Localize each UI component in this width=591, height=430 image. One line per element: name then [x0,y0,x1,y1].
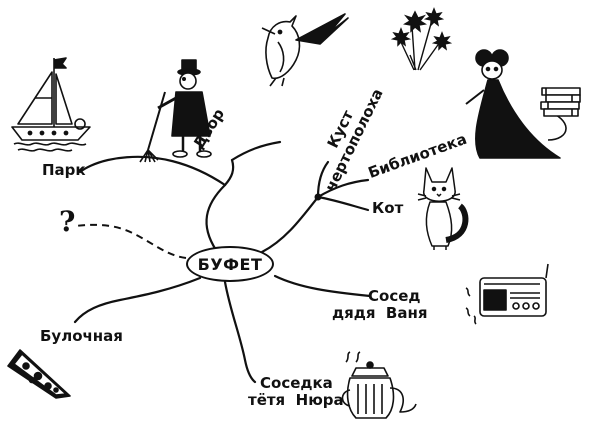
branch-label-neighbor-f: Соседка тётя Нюра [248,374,344,410]
mouse-with-books-icon [465,49,581,159]
line-to-hub [260,195,320,254]
thistle-icon [390,7,453,71]
line-to-neighbor-f [223,280,257,384]
line-to-question [74,223,187,259]
line-to-yard-branch [230,140,282,162]
sailboat-icon [11,57,91,152]
line-to-bush [316,160,330,199]
branch-label-cat: Кот [372,199,404,217]
neighbor-f-line1: Соседка [260,374,333,392]
branch-label-neighbor: Сосед дядя Ваня [332,287,428,323]
line-to-library [316,178,370,199]
branch-label-park: Парк [42,161,86,179]
central-node: БУФЕТ [186,246,274,282]
line-to-neighbor [273,274,372,298]
neighbor-f-line2: тётя Нюра [248,391,344,410]
line-to-cat [316,195,370,212]
neighbor-line1: Сосед [368,287,421,305]
janitor-icon [139,59,212,163]
bird-icon [261,13,349,87]
line-to-bakery [73,276,202,324]
central-node-label: БУФЕТ [197,254,263,274]
line-to-park [78,155,227,187]
cat-icon [417,167,469,250]
neighbor-line2: дядя Ваня [332,304,428,323]
radio-icon [465,263,549,325]
hub-node [314,193,322,201]
teapot-icon [341,351,417,419]
pizza-icon [7,349,71,399]
line-to-yard [205,158,235,252]
question-mark: ? [59,205,76,238]
branch-label-bakery: Булочная [40,327,123,345]
